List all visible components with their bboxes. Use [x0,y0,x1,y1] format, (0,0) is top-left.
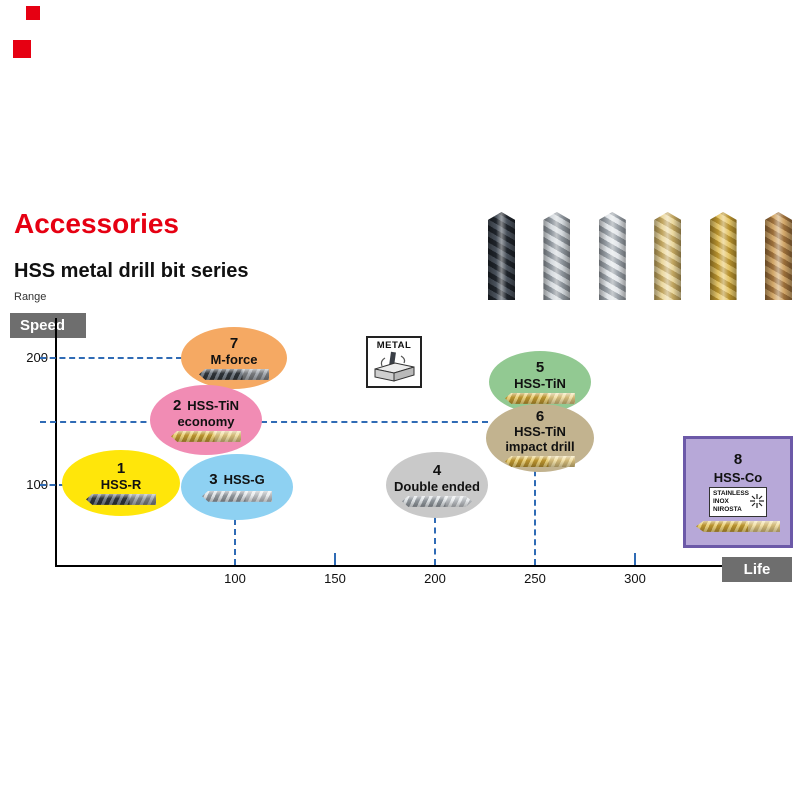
drill-bit-image-gold [709,212,737,300]
product-ellipse-hss-g: 3 HSS-G [181,454,293,520]
product-name: HSS-TiN [187,398,240,414]
product-number: 6 [535,407,545,425]
product-ellipse-double-ended: 4 Double ended [386,452,488,518]
product-ellipse-m-force: 7 M-force [181,327,287,389]
y-axis-line [55,318,57,566]
red-square-decoration [26,6,40,20]
product-ellipse-hss-tin: 5 HSS-TiN [489,351,591,413]
x-axis-line [55,565,722,567]
life-axis-label: Life [722,557,792,582]
drilling-metal-icon [374,351,415,382]
drill-bit-image [696,520,780,532]
guide-line-speed-150 [40,421,488,423]
product-name: HSS-TiN [514,424,566,440]
guide-line-life-250 [534,411,536,565]
product-ellipse-hss-tin-economy: 2 HSS-TiN economy [150,385,262,455]
product-name: M-force [210,351,258,367]
product-ellipse-hss-tin-impact: 6 HSS-TiN impact drill [486,404,594,472]
badge-line-inox: INOX [713,497,729,505]
series-title: HSS metal drill bit series [14,260,249,282]
tick-mark-life-150 [334,553,336,565]
guide-line-life-100 [234,519,236,565]
x-tick-300: 300 [624,571,646,586]
drill-bit-image [505,392,575,404]
stainless-badge: STAINLESS INOX NIROSTA [709,486,767,517]
drill-bit-image-black [488,212,515,300]
drill-bit-image [505,456,575,468]
product-number: 4 [432,462,442,480]
drill-bit-image-bronze [764,212,792,300]
spark-icon [750,493,764,508]
guide-line-life-200 [434,517,436,565]
product-name: HSS-Co [713,469,763,485]
badge-line-stainless: STAINLESS [713,489,749,497]
product-number: 1 [116,460,126,478]
metal-icon-label: METAL [376,340,412,351]
drill-bit-image [402,495,472,507]
drill-bit-image [171,430,241,442]
drill-bit-image [199,368,269,380]
guide-line-speed-200 [40,357,182,359]
product-number: 7 [229,335,239,353]
product-name: Double ended [394,478,480,494]
drill-bit-image [202,490,272,502]
product-name-line2: economy [177,413,235,429]
red-square-decoration [13,40,31,58]
x-tick-200: 200 [424,571,446,586]
x-tick-150: 150 [324,571,346,586]
drill-bit-image-silver [543,212,571,300]
y-tick-100: 100 [26,477,48,492]
metal-application-icon: METAL [366,336,422,388]
product-ellipse-hss-r: 1 HSS-R [62,450,180,516]
product-number: 2 [172,397,182,415]
drill-bits-photo [488,212,792,304]
x-tick-100: 100 [224,571,246,586]
tick-mark-life-300 [634,553,636,565]
range-label: Range [14,291,47,303]
product-number: 5 [535,359,545,377]
badge-line-nirosta: NIROSTA [713,505,742,513]
product-name: HSS-TiN [514,375,566,391]
product-box-hss-co: 8 HSS-Co STAINLESS INOX NIROSTA [683,436,793,548]
y-tick-200: 200 [26,350,48,365]
product-name: HSS-R [100,476,142,492]
drill-bit-image [86,493,156,505]
drill-bit-image-gold [654,212,682,300]
drill-bit-image-silver [598,212,626,300]
product-name: HSS-G [223,472,265,488]
x-tick-250: 250 [524,571,546,586]
page-title: Accessories [14,208,180,239]
product-name-line2: impact drill [505,438,575,454]
product-number: 3 [209,471,218,489]
product-number: 8 [733,451,743,469]
speed-axis-label: Speed [10,313,86,338]
